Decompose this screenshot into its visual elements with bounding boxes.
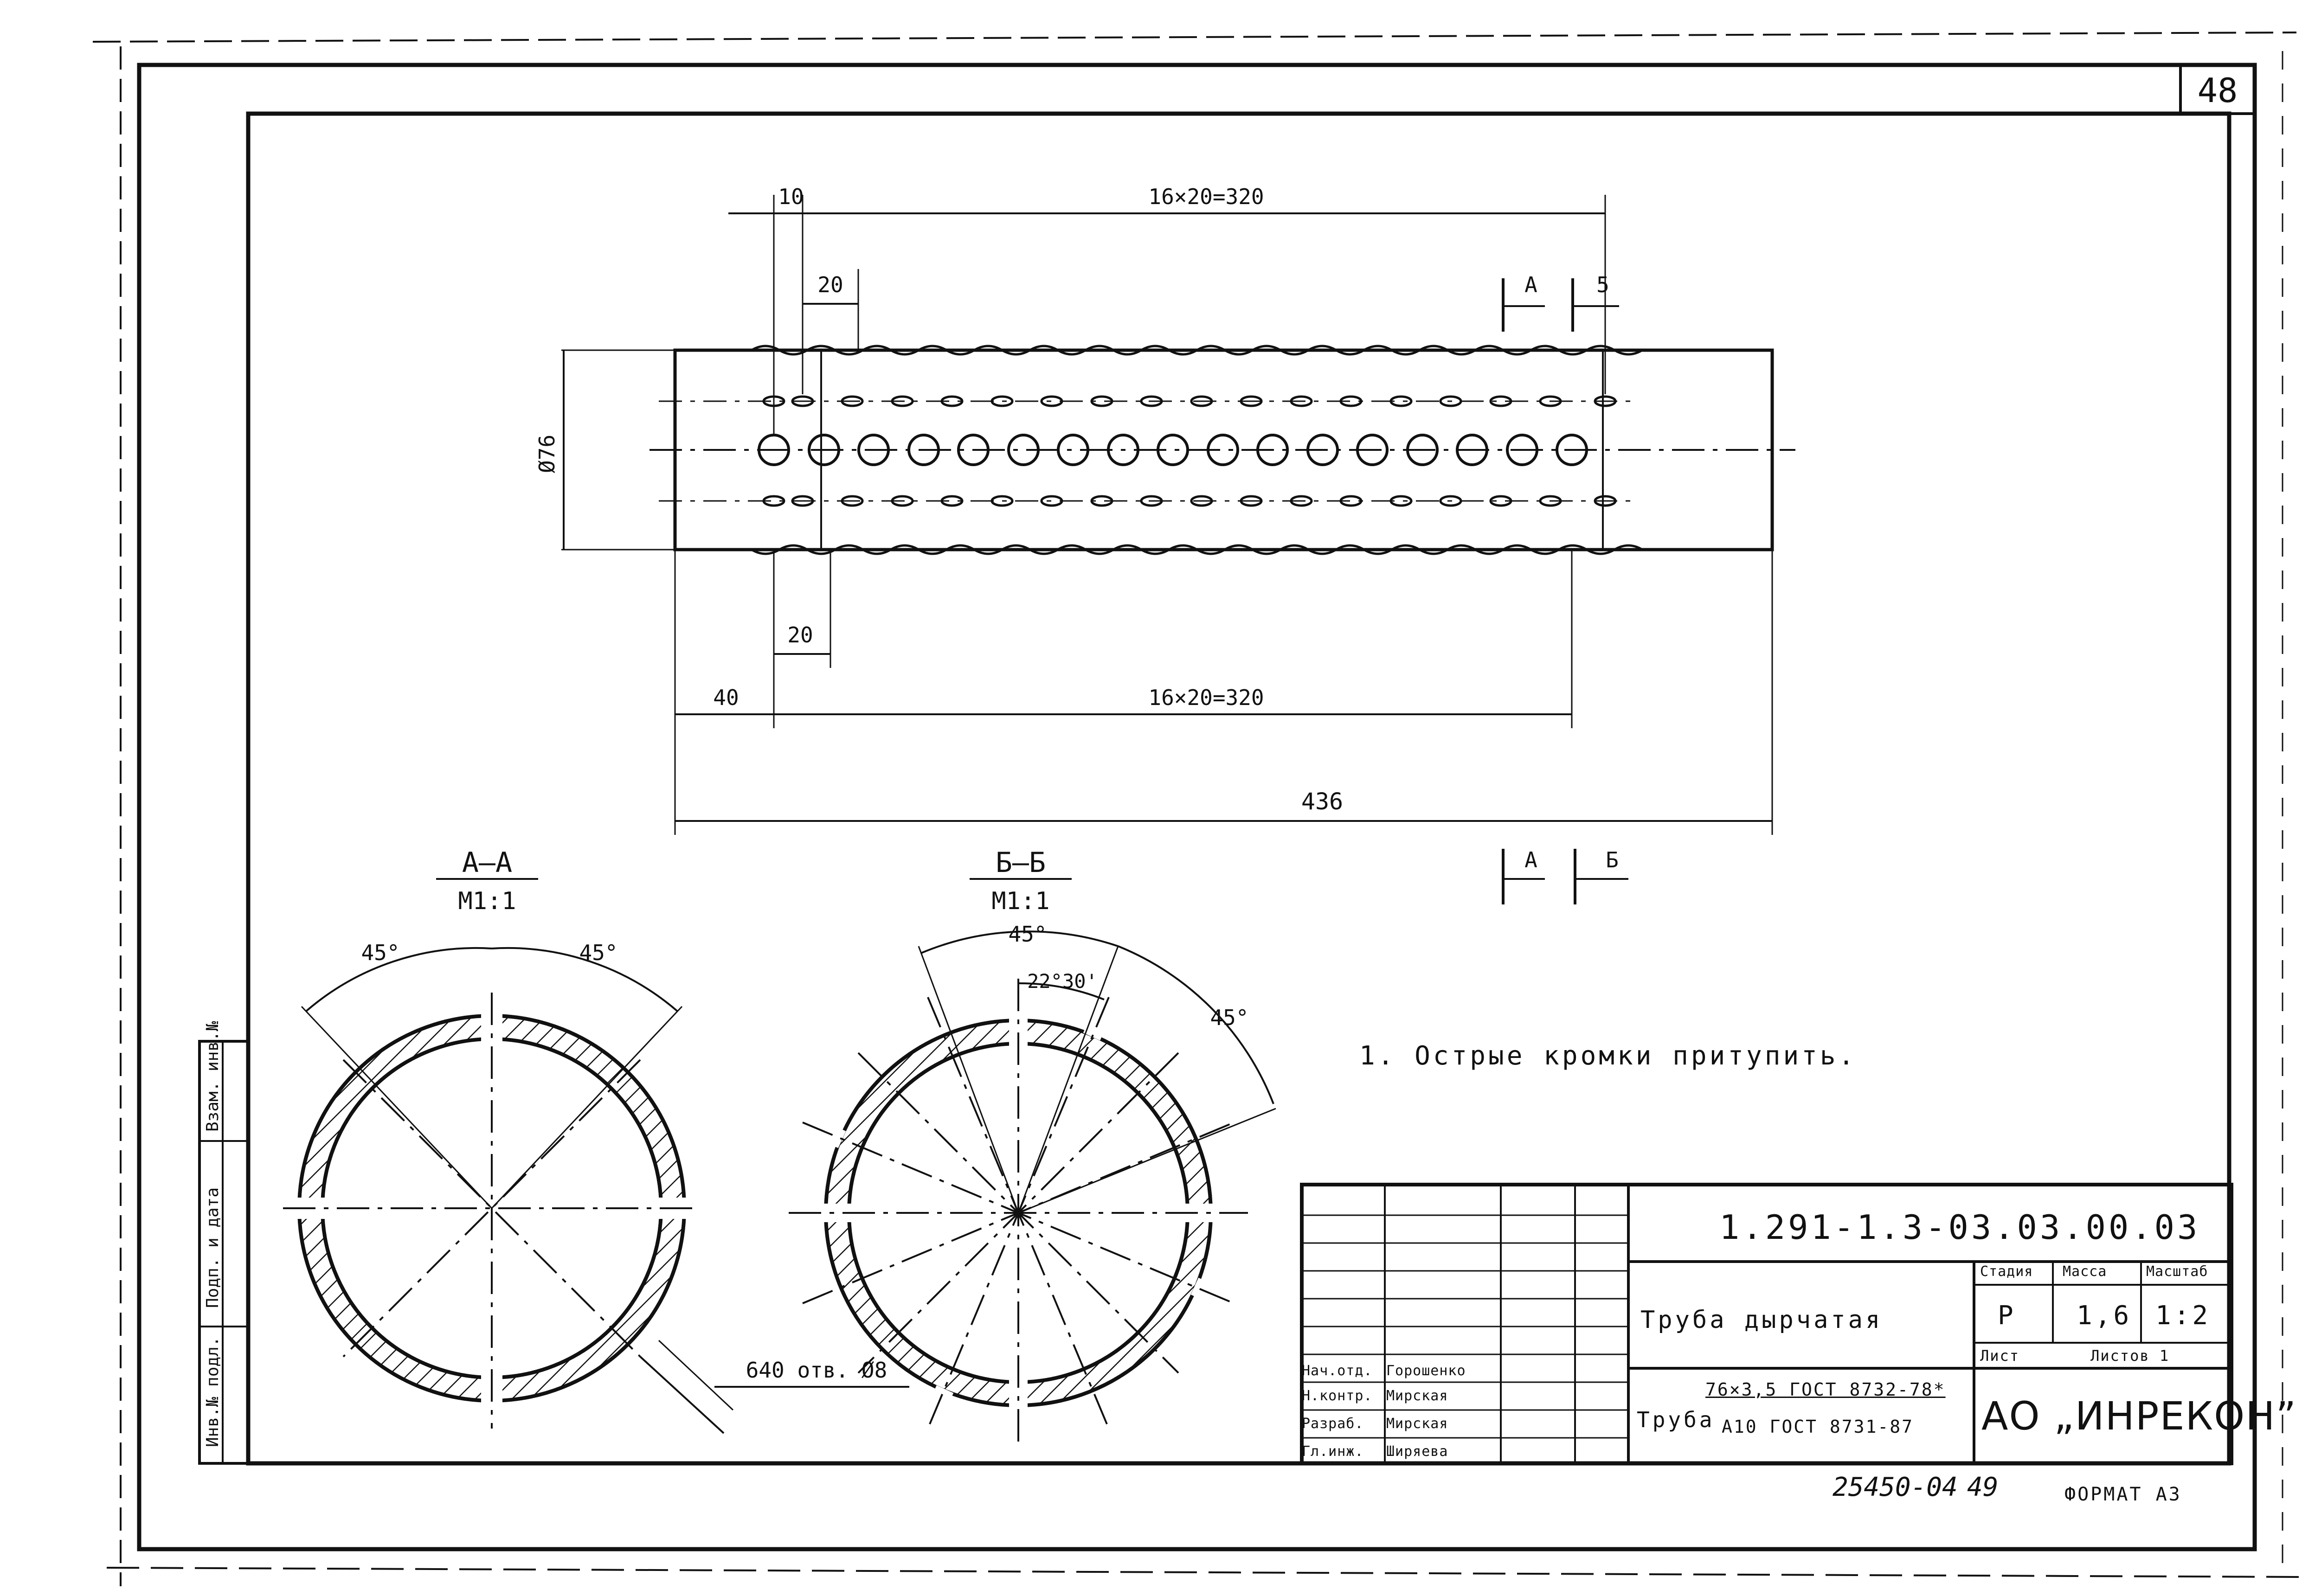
archive-sheet: 49 — [1967, 1472, 1998, 1502]
hole-row-upper — [762, 395, 1617, 407]
section-marker-a: А — [1524, 847, 1537, 872]
section-a-scale: М1:1 — [458, 887, 516, 915]
stamp-original-inventory: Инв.№ подл. — [203, 1337, 222, 1447]
archive-number: 25450-04 — [1833, 1472, 1958, 1502]
dim-bottom-span: 16×20=320 — [1148, 685, 1264, 710]
section-a-view: А–А М1:1 45° 45° 640 отв. Ø8 — [283, 846, 909, 1434]
section-b-view: Б–Б М1:1 — [789, 846, 1276, 1442]
name-norm-control: Мирская — [1386, 1388, 1448, 1404]
section-a-angle-left: 45° — [361, 940, 399, 965]
stamp-replacement-inventory: Взам. инв.№ — [203, 1021, 222, 1132]
page-number: 48 — [2198, 71, 2238, 110]
title-block-grid — [1300, 1183, 2233, 1465]
dim-end-offset: 5 — [1596, 272, 1609, 297]
sheet-label: Лист — [1980, 1347, 2020, 1365]
scale-value: 1:2 — [2155, 1301, 2211, 1331]
name-chief: Горошенко — [1386, 1363, 1466, 1379]
format-label: ФОРМАТ А3 — [2064, 1484, 2182, 1505]
mass-value: 1,6 — [2077, 1301, 2132, 1331]
dim-hole-pitch-bottom: 20 — [787, 622, 813, 647]
section-b-angle-top: 45° — [1008, 922, 1047, 947]
role-chief: Нач.отд. — [1302, 1363, 1373, 1379]
dim-top-offset: 10 — [778, 184, 804, 209]
hole-callout: 640 отв. Ø8 — [746, 1358, 887, 1383]
section-b-title: Б–Б — [996, 846, 1046, 879]
hole-row-center — [758, 434, 1588, 466]
scale-header: Масштаб — [2146, 1263, 2208, 1280]
hole-row-lower — [762, 495, 1617, 507]
sheets-label: Листов 1 — [2090, 1347, 2170, 1365]
sheet-frame — [92, 32, 2302, 1586]
section-a-angle-right: 45° — [579, 940, 617, 965]
role-chief-engineer: Гл.инж. — [1302, 1443, 1364, 1460]
role-developer: Разраб. — [1302, 1416, 1364, 1432]
stamp-signature-date: Подп. и дата — [203, 1187, 222, 1308]
role-norm-control: Н.контр. — [1302, 1388, 1373, 1404]
name-chief-engineer: Ширяева — [1386, 1443, 1448, 1460]
section-b-scale: М1:1 — [991, 887, 1049, 915]
page-number-box: 48 — [2179, 64, 2256, 115]
material-line-1: 76×3,5 ГОСТ 8732-78* — [1705, 1379, 1946, 1400]
pipe-main-view: 10 16×20=320 20 А 5 Ø76 20 40 16×20=320 … — [534, 184, 1795, 904]
dim-overall-length: 436 — [1301, 788, 1343, 815]
stage-header: Стадия — [1980, 1263, 2033, 1280]
dim-top-span: 16×20=320 — [1148, 184, 1264, 209]
stage-value: Р — [1998, 1301, 2016, 1331]
mass-header: Масса — [2063, 1263, 2107, 1280]
dim-bottom-offset: 40 — [713, 685, 739, 710]
dim-section-a-mark: А — [1524, 272, 1537, 297]
dim-hole-pitch-top: 20 — [817, 272, 843, 297]
designation: 1.291-1.3-03.03.00.03 — [1719, 1208, 2200, 1247]
section-marker-b: Б — [1606, 847, 1619, 872]
material-line-2: А10 ГОСТ 8731-87 — [1722, 1417, 1914, 1437]
company-name: АО „ИНРЕКОН” — [1981, 1393, 2297, 1439]
name-developer: Мирская — [1386, 1416, 1448, 1432]
left-stamp: Инв.№ подл. Подп. и дата Взам. инв.№ — [198, 1021, 250, 1465]
section-b-angle-right: 45° — [1210, 1005, 1248, 1030]
section-b-angle-half: 22°30' — [1027, 970, 1098, 993]
note-1: 1. Острые кромки притупить. — [1359, 1041, 1857, 1071]
material-prefix: Труба — [1637, 1407, 1715, 1432]
dim-diameter: Ø76 — [534, 435, 559, 473]
part-name: Труба дырчатая — [1640, 1306, 1883, 1334]
title-block: Нач.отд. Горошенко Н.контр. Мирская Разр… — [1302, 1185, 2296, 1467]
section-a-title: А–А — [462, 846, 512, 879]
